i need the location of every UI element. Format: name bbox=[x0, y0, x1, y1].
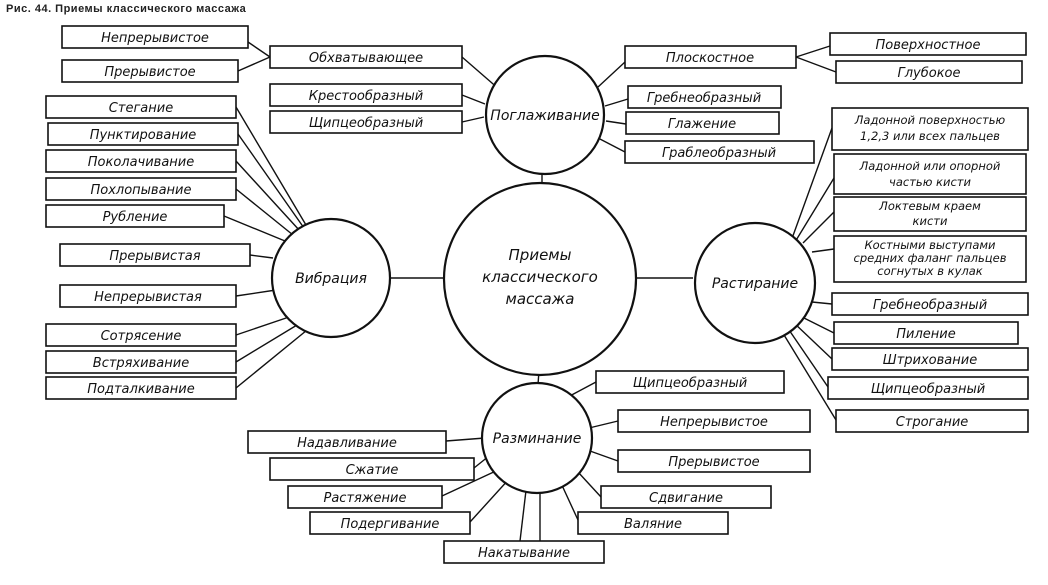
vibration-item-6: Прерывистая bbox=[109, 249, 200, 264]
rubbing-item-1: Гребнеобразный bbox=[873, 298, 987, 313]
stroking-superficial: Поверхностное bbox=[876, 38, 981, 53]
hub-kneading: Разминание bbox=[480, 381, 594, 495]
stroking-ironing: Глажение bbox=[668, 117, 736, 132]
center-line-1: Приемы bbox=[509, 246, 572, 264]
hub-vibration-label: Вибрация bbox=[295, 271, 367, 287]
hub-rubbing-label: Растирание bbox=[712, 276, 798, 292]
stroking-deep: Глубокое bbox=[897, 66, 960, 81]
rubbing-item-2: Пиление bbox=[896, 327, 955, 342]
kneading-right-5: Валяние bbox=[624, 517, 682, 532]
vibration-item-9: Встряхивание bbox=[93, 356, 189, 371]
rubbing-elbow-line-2: кисти bbox=[913, 214, 948, 228]
rubbing-item-4: Щипцеобразный bbox=[871, 382, 985, 397]
stroking-rake: Граблеобразный bbox=[662, 146, 776, 161]
vibration-item-7: Непрерывистая bbox=[94, 290, 202, 305]
center-line-3: массажа bbox=[506, 290, 575, 308]
vibration-items: Стегание Пунктирование Поколачивание Пох… bbox=[45, 95, 251, 400]
rubbing-elbow-line-1: Локтевым краем bbox=[878, 199, 981, 213]
rubbing-bony-line-1: Костными выступами bbox=[864, 238, 996, 252]
rubbing-palm-line-1: Ладонной поверхностью bbox=[854, 113, 1006, 127]
stroking-continuous: Непрерывистое bbox=[101, 31, 209, 46]
kneading-right-1: Щипцеобразный bbox=[633, 376, 747, 391]
hub-rubbing: Растирание bbox=[693, 221, 817, 345]
rubbing-item-5: Строгание bbox=[896, 415, 969, 430]
rubbing-bony-line-2: средних фаланг пальцев bbox=[854, 251, 1007, 265]
vibration-item-2: Пунктирование bbox=[90, 128, 197, 143]
stroking-planar: Плоскостное bbox=[666, 51, 754, 66]
rubbing-support-line-1: Ладонной или опорной bbox=[859, 159, 1001, 173]
kneading-items: Надавливание Сжатие Растяжение Подергива… bbox=[247, 370, 811, 564]
stroking-pincer: Щипцеобразный bbox=[309, 116, 423, 131]
center-line-2: классического bbox=[482, 268, 598, 286]
rubbing-items: Ладонной поверхностью 1,2,3 или всех пал… bbox=[827, 107, 1029, 433]
rubbing-bony-line-3: согнутых в кулак bbox=[877, 264, 983, 278]
center-node: Приемы классического массажа bbox=[442, 181, 638, 377]
kneading-right-2: Непрерывистое bbox=[660, 415, 768, 430]
rubbing-support-line-2: частью кисти bbox=[889, 175, 971, 189]
stroking-intermittent: Прерывистое bbox=[104, 65, 195, 80]
rubbing-palm-line-2: 1,2,3 или всех пальцев bbox=[860, 129, 1000, 143]
kneading-left-2: Сжатие bbox=[346, 463, 399, 478]
stroking-grasping: Обхватывающее bbox=[309, 51, 423, 66]
vibration-item-10: Подталкивание bbox=[87, 382, 194, 397]
vibration-item-8: Сотрясение bbox=[101, 329, 182, 344]
kneading-left-4: Подергивание bbox=[341, 517, 440, 532]
kneading-left-5: Накатывание bbox=[478, 546, 570, 561]
vibration-item-4: Похлопывание bbox=[90, 183, 191, 198]
figure-caption: Рис. 44. Приемы классического массажа bbox=[6, 3, 247, 15]
stroking-comb: Гребнеобразный bbox=[647, 91, 761, 106]
vibration-item-1: Стегание bbox=[109, 101, 173, 116]
rubbing-item-3: Штрихование bbox=[883, 353, 977, 368]
kneading-right-4: Сдвигание bbox=[649, 491, 723, 506]
kneading-right-3: Прерывистое bbox=[668, 455, 759, 470]
kneading-left-3: Растяжение bbox=[323, 491, 406, 506]
stroking-cross: Крестообразный bbox=[309, 89, 423, 104]
vibration-item-5: Рубление bbox=[103, 210, 168, 225]
stroking-items: Непрерывистое Прерывистое Обхватывающее … bbox=[61, 25, 1027, 164]
hub-vibration: Вибрация bbox=[270, 217, 392, 339]
vibration-item-3: Поколачивание bbox=[88, 155, 195, 170]
kneading-left-1: Надавливание bbox=[297, 436, 397, 451]
hub-kneading-label: Разминание bbox=[493, 431, 582, 447]
hub-stroking-label: Поглаживание bbox=[490, 108, 599, 124]
hub-stroking: Поглаживание bbox=[484, 54, 606, 176]
